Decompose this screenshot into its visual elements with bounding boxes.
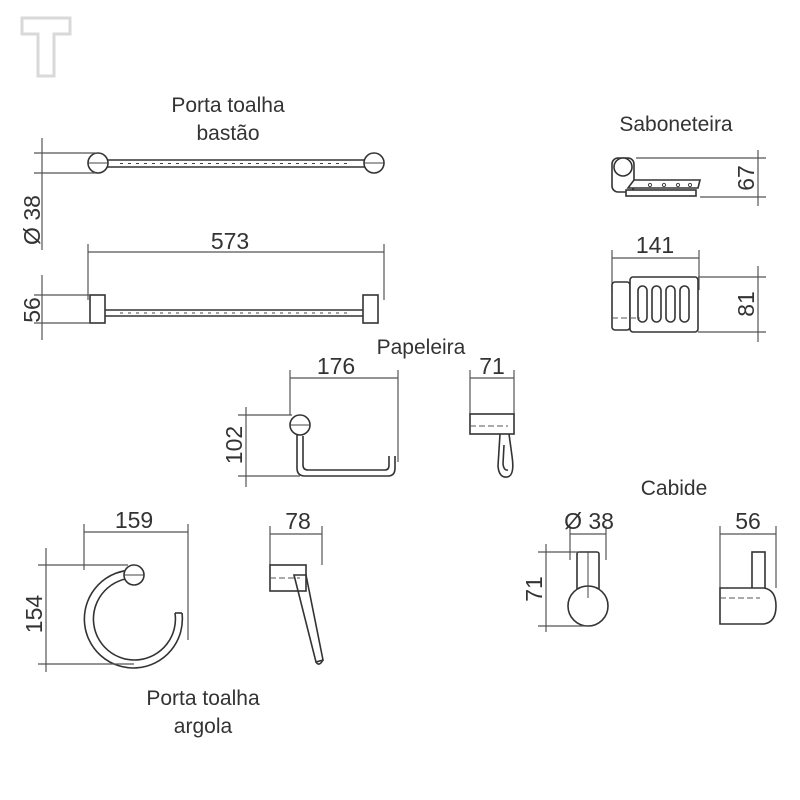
porta-toalha-argola-group: Porta toalha argola 159 154	[21, 507, 324, 738]
bastao-diameter-dimension: Ø 38	[19, 138, 96, 250]
argola-width-dimension: 159	[83, 507, 189, 640]
bastao-title-line1: Porta toalha	[171, 94, 285, 117]
cabide-height-dimension: 71	[521, 544, 588, 632]
saboneteira-depth-dimension: 81	[698, 266, 766, 342]
argola-depth-dimension: 78	[269, 508, 323, 565]
saboneteira-height-dimension: 67	[636, 150, 766, 206]
saboneteira-height-label: 67	[733, 165, 759, 191]
papeleira-side-view	[469, 413, 515, 478]
brand-logo-icon	[20, 16, 72, 78]
argola-height-label: 154	[21, 595, 47, 634]
bastao-length-dimension: 573	[87, 228, 385, 300]
cabide-side-view	[719, 551, 777, 625]
papeleira-depth-label: 71	[479, 353, 505, 379]
argola-depth-label: 78	[285, 508, 311, 534]
papeleira-front-view	[289, 414, 396, 477]
saboneteira-depth-label: 81	[733, 291, 759, 317]
cabide-diameter-dimension: Ø 38	[564, 508, 614, 560]
cabide-diameter-label: Ø 38	[564, 508, 614, 534]
cabide-depth-dimension: 56	[719, 508, 777, 588]
argola-title-line1: Porta toalha	[146, 687, 260, 710]
cabide-depth-label: 56	[735, 508, 761, 534]
papeleira-height-label: 102	[221, 426, 247, 464]
papeleira-group: Papeleira 176 102 71	[221, 336, 515, 487]
saboneteira-top-view	[611, 276, 699, 333]
saboneteira-width-dimension: 141	[611, 232, 700, 290]
saboneteira-width-label: 141	[636, 232, 674, 258]
bastao-diameter-label: Ø 38	[19, 195, 45, 245]
cabide-height-label: 71	[521, 576, 547, 602]
saboneteira-side-view	[611, 157, 702, 197]
cabide-group: Cabide Ø 38 71 56	[521, 477, 777, 632]
bastao-depth-dimension: 56	[19, 275, 90, 340]
argola-title-line2: argola	[174, 715, 233, 738]
papeleira-height-dimension: 102	[221, 407, 300, 487]
bastao-top-view	[89, 294, 379, 324]
papeleira-width-dimension: 176	[289, 353, 399, 462]
porta-toalha-bastao-group: Porta toalha bastão Ø 38 573	[19, 94, 385, 340]
saboneteira-title: Saboneteira	[619, 113, 733, 136]
saboneteira-group: Saboneteira 67 141	[611, 113, 766, 342]
papeleira-depth-dimension: 71	[469, 353, 515, 415]
cabide-front-view	[567, 551, 609, 627]
cabide-title: Cabide	[641, 477, 708, 500]
argola-front-view	[83, 564, 184, 669]
argola-height-dimension: 154	[21, 548, 134, 672]
bastao-depth-label: 56	[19, 297, 45, 323]
bastao-front-view	[87, 152, 385, 174]
papeleira-width-label: 176	[317, 353, 355, 379]
bastao-title-line2: bastão	[196, 122, 259, 145]
bastao-length-label: 573	[211, 228, 249, 254]
argola-side-view	[269, 564, 324, 665]
argola-width-label: 159	[115, 507, 153, 533]
papeleira-title: Papeleira	[377, 336, 466, 359]
